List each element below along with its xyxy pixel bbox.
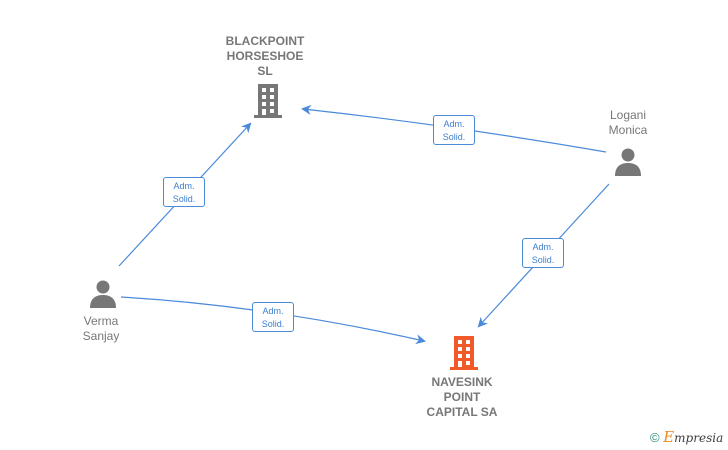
building-icon[interactable]: [252, 84, 284, 118]
person-icon[interactable]: [88, 279, 118, 309]
edge-label-logani-navesink[interactable]: Adm. Solid.: [522, 238, 564, 268]
person-icon[interactable]: [613, 147, 643, 177]
label-line: Adm.: [173, 181, 195, 191]
label-line: CAPITAL SA: [426, 405, 498, 419]
node-label-blackpoint[interactable]: BLACKPOINT HORSESHOE SL: [215, 34, 315, 79]
edge-label-verma-navesink[interactable]: Adm. Solid.: [252, 302, 294, 332]
edge-label-logani-blackpoint[interactable]: Adm. Solid.: [433, 115, 475, 145]
label-line: POINT: [443, 390, 481, 404]
label-line: Adm.: [443, 119, 465, 129]
label-line: Verma: [83, 314, 119, 328]
node-label-verma[interactable]: Verma Sanjay: [61, 314, 141, 344]
label-line: HORSESHOE: [226, 49, 304, 63]
copyright-icon: ©: [650, 430, 660, 445]
label-line: Solid.: [172, 194, 196, 204]
label-line: Adm.: [532, 242, 554, 252]
node-label-logani[interactable]: Logani Monica: [588, 108, 668, 138]
label-line: Adm.: [262, 306, 284, 316]
brand-logo: Empresia: [663, 428, 724, 446]
edge-label-verma-blackpoint[interactable]: Adm. Solid.: [163, 177, 205, 207]
label-line: Solid.: [442, 132, 466, 142]
label-line: Sanjay: [82, 329, 120, 343]
brand-initial: E: [663, 428, 675, 446]
label-line: NAVESINK: [431, 375, 493, 389]
building-icon[interactable]: [448, 336, 480, 370]
footer-brand[interactable]: © Empresia: [650, 428, 723, 446]
label-line: Logani: [609, 108, 647, 122]
label-line: Monica: [608, 123, 648, 137]
node-label-navesink[interactable]: NAVESINK POINT CAPITAL SA: [412, 375, 512, 420]
brand-name: mpresia: [674, 431, 724, 445]
label-line: SL: [257, 64, 273, 78]
label-line: Solid.: [531, 255, 555, 265]
label-line: Solid.: [261, 319, 285, 329]
label-line: BLACKPOINT: [225, 34, 305, 48]
